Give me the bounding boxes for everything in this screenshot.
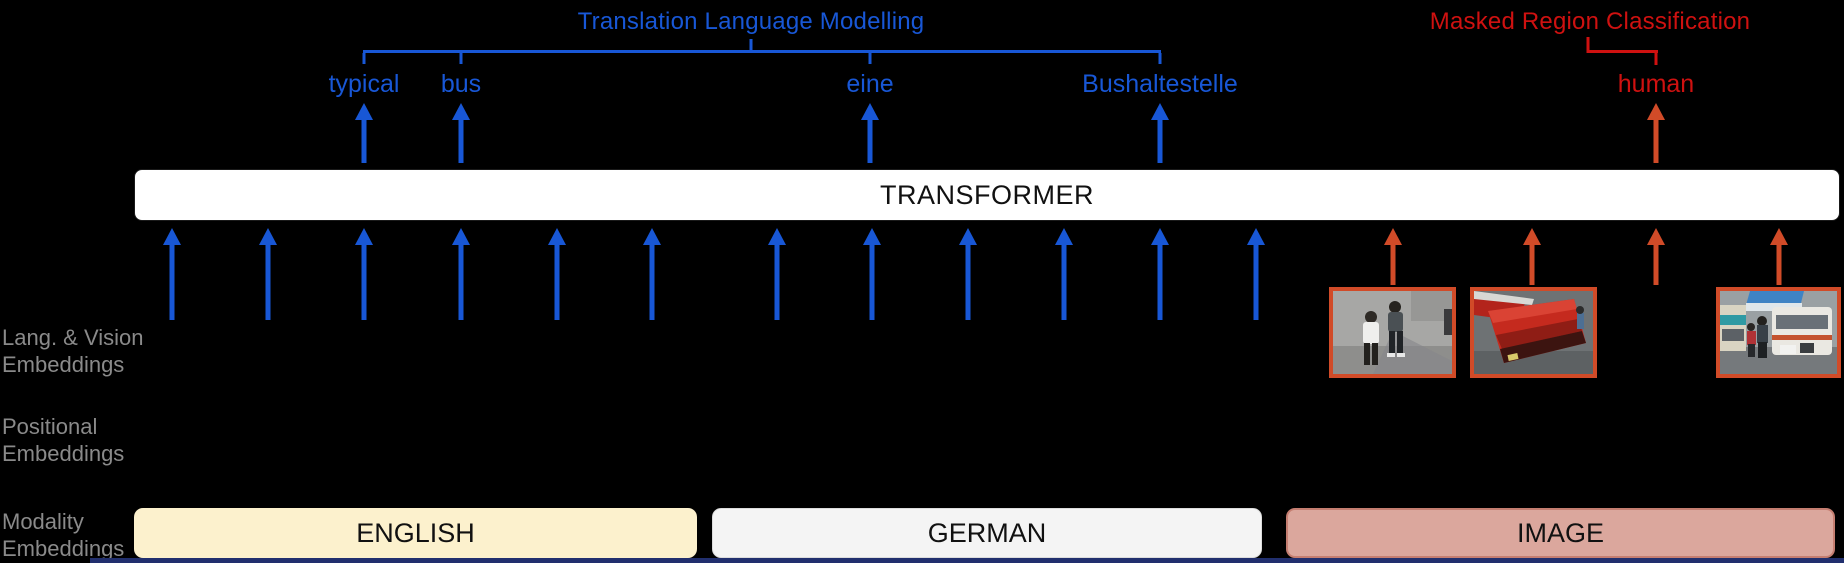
output-arrow bbox=[355, 103, 373, 163]
people-standing-photo bbox=[1329, 287, 1456, 378]
language-token-arrow bbox=[452, 228, 470, 320]
row-label-line: Modality bbox=[2, 509, 84, 534]
street-buses-photo bbox=[1716, 287, 1841, 378]
row-label-line: Lang. & Vision bbox=[2, 325, 144, 350]
tlm-bracket-tick bbox=[868, 53, 872, 64]
row-label-line: Embeddings bbox=[2, 441, 125, 466]
tlm-task-title: Translation Language Modelling bbox=[577, 8, 925, 35]
transformer-label: TRANSFORMER bbox=[880, 179, 1094, 210]
modality-bar-english: ENGLISH bbox=[134, 508, 697, 558]
mrc-bracket-vertical-from-title bbox=[1586, 37, 1590, 53]
output-arrow bbox=[452, 103, 470, 163]
modality-bar-image: IMAGE bbox=[1286, 508, 1835, 558]
language-token-arrow bbox=[768, 228, 786, 320]
tlm-bracket-horizontal-line bbox=[363, 50, 1161, 53]
language-token-arrow bbox=[163, 228, 181, 320]
predicted-token-bus: bus bbox=[440, 70, 482, 98]
lang-vision-embeddings-label: Lang. & Vision Embeddings bbox=[2, 324, 143, 378]
language-token-arrow bbox=[1247, 228, 1265, 320]
red-bus-top-photo bbox=[1470, 287, 1597, 378]
output-arrow bbox=[1151, 103, 1169, 163]
mrc-bracket-horizontal-line bbox=[1587, 50, 1658, 53]
language-token-arrow bbox=[643, 228, 661, 320]
mrc-bracket-tick bbox=[1654, 53, 1658, 65]
vision-token-arrow-masked bbox=[1647, 228, 1665, 285]
red-bus-top-image bbox=[1474, 291, 1593, 374]
predicted-token-typical: typical bbox=[328, 70, 400, 98]
language-token-arrow bbox=[959, 228, 977, 320]
modality-embeddings-label: Modality Embeddings bbox=[2, 508, 124, 562]
tlm-bracket-tick bbox=[1158, 53, 1162, 64]
vision-token-arrow bbox=[1384, 228, 1402, 285]
modality-bar-english-label: ENGLISH bbox=[356, 517, 475, 548]
row-label-line: Embeddings bbox=[2, 536, 125, 561]
bottom-edge-strip bbox=[90, 558, 1844, 563]
language-token-arrow bbox=[1151, 228, 1169, 320]
language-token-arrow bbox=[863, 228, 881, 320]
row-label-line: Positional bbox=[2, 414, 98, 439]
vision-token-arrow bbox=[1770, 228, 1788, 285]
positional-embeddings-label: Positional Embeddings bbox=[2, 413, 124, 467]
transformer-bar: TRANSFORMER bbox=[134, 169, 1840, 221]
output-arrow-masked-region bbox=[1647, 103, 1665, 163]
people-standing-image bbox=[1333, 291, 1452, 374]
language-token-arrow bbox=[259, 228, 277, 320]
language-token-arrow bbox=[1055, 228, 1073, 320]
output-arrow bbox=[861, 103, 879, 163]
predicted-token-bushaltestelle: Bushaltestelle bbox=[1082, 70, 1238, 98]
row-label-line: Embeddings bbox=[2, 352, 125, 377]
modality-bar-image-label: IMAGE bbox=[1516, 517, 1604, 548]
street-buses-image bbox=[1720, 291, 1837, 374]
language-token-arrow bbox=[548, 228, 566, 320]
mrc-task-title: Masked Region Classification bbox=[1429, 8, 1751, 35]
modality-bar-german: GERMAN bbox=[712, 508, 1262, 558]
modality-bar-german-label: GERMAN bbox=[927, 517, 1047, 548]
vision-token-arrow bbox=[1523, 228, 1541, 285]
tlm-bracket-tick bbox=[362, 53, 366, 64]
tlm-bracket-stem bbox=[749, 39, 753, 51]
predicted-token-human: human bbox=[1617, 70, 1695, 98]
tlm-bracket-tick bbox=[459, 53, 463, 64]
predicted-token-eine: eine bbox=[846, 70, 894, 98]
language-token-arrow bbox=[355, 228, 373, 320]
